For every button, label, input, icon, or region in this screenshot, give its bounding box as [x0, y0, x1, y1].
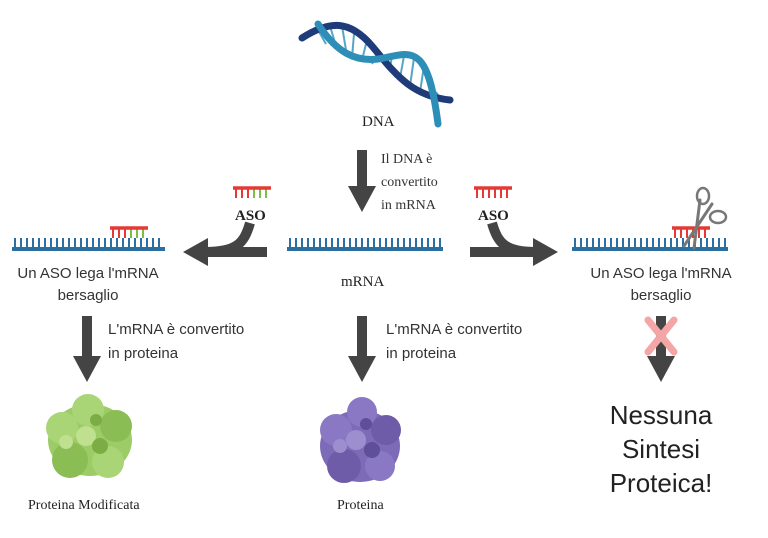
- transcription-text-line3: in mRNA: [381, 198, 437, 213]
- right-binding-arrow: [470, 221, 558, 266]
- transcription-text-line2: convertito: [381, 175, 438, 190]
- aso-oligo-left-free: [233, 186, 271, 198]
- aso-oligo-right-free: [474, 186, 512, 198]
- dna-base-pair: [341, 25, 347, 51]
- left-binding-text-line1: Un ASO lega l'mRNA: [17, 265, 158, 282]
- left-translation-text-line2: in proteina: [108, 345, 179, 362]
- mrna-strand-center: [287, 238, 443, 251]
- transcription-arrow: [348, 150, 376, 212]
- right-binding-text-line2: bersaglio: [631, 287, 692, 304]
- dna-base-pair: [409, 57, 415, 87]
- left-translation-arrow: [73, 316, 101, 382]
- left-aso-label: ASO: [235, 208, 266, 224]
- blocked-x-icon: [644, 316, 678, 356]
- modified-protein-label: Proteina Modificata: [28, 498, 140, 513]
- protein-label: Proteina: [337, 498, 384, 513]
- mrna-label: mRNA: [341, 274, 385, 290]
- center-translation-text-line2: in proteina: [386, 345, 457, 362]
- no-synthesis-text-line2: Sintesi: [622, 434, 700, 464]
- scissors-icon: [682, 186, 728, 250]
- left-binding-text-line2: bersaglio: [58, 287, 119, 304]
- right-aso-label: ASO: [478, 208, 509, 224]
- center-translation-text-line1: L'mRNA è convertito: [386, 321, 522, 338]
- transcription-text-line1: Il DNA è: [381, 152, 432, 167]
- dna-strand-b: [314, 20, 442, 128]
- modified-protein-green-icon: [46, 394, 132, 478]
- mrna-strand-right: [572, 238, 728, 251]
- left-translation-text-line1: L'mRNA è convertito: [108, 321, 244, 338]
- aso-oligo-right-bound: [672, 226, 710, 238]
- dna-label: DNA: [362, 114, 395, 130]
- mrna-strand-left: [12, 238, 165, 251]
- right-binding-text-line1: Un ASO lega l'mRNA: [590, 265, 731, 282]
- protein-purple-icon: [320, 397, 401, 483]
- aso-oligo-left-bound: [110, 226, 148, 238]
- dna-strand-a: [298, 22, 454, 104]
- left-binding-arrow: [183, 221, 267, 266]
- no-synthesis-text-line3: Proteica!: [610, 468, 713, 498]
- center-translation-arrow: [348, 316, 376, 382]
- no-synthesis-text-line1: Nessuna: [610, 400, 713, 430]
- dna-double-helix-icon: [298, 20, 454, 128]
